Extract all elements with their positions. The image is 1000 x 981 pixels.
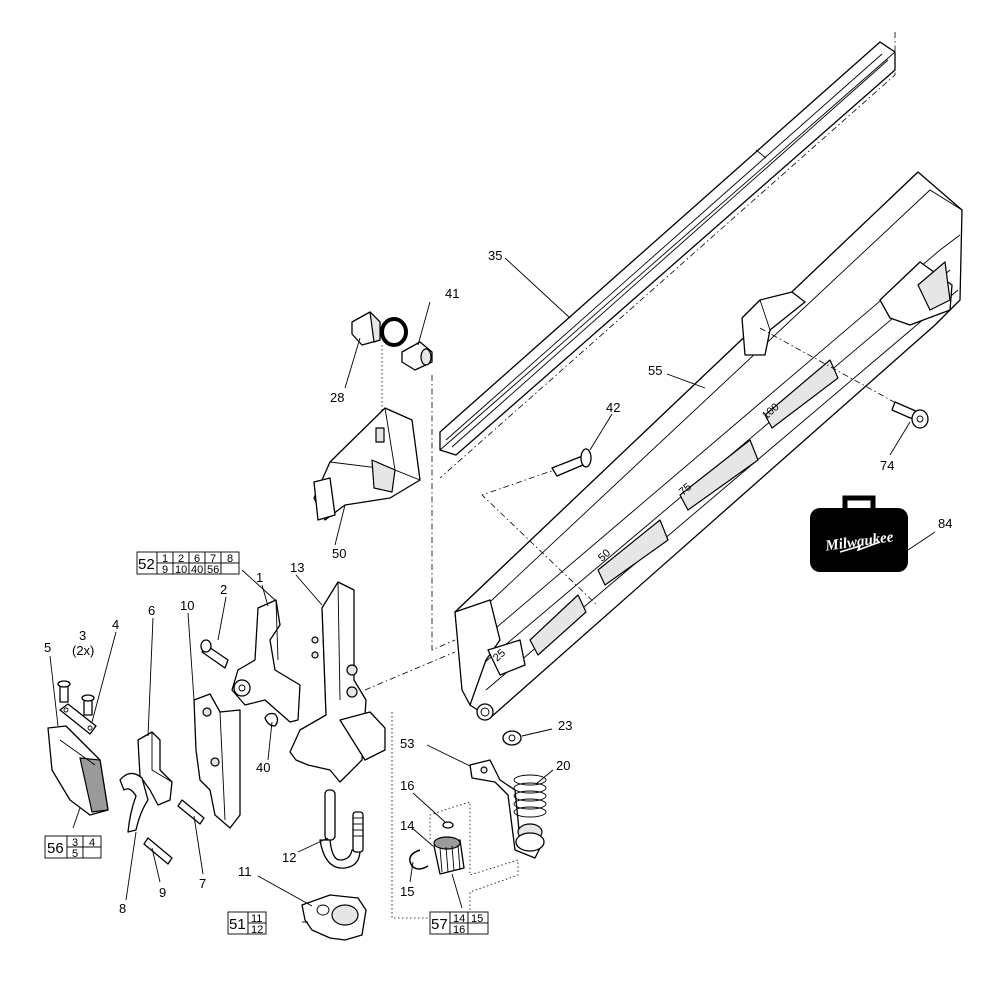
part-42-pin <box>551 448 592 477</box>
part-4-link <box>59 703 97 735</box>
kit-table-52: 52 1 2 6 7 8 9 10 40 56 <box>136 551 240 576</box>
kit-52-r2-c3: 40 <box>191 564 203 576</box>
label-35: 35 <box>488 248 502 263</box>
part-50-latch-housing <box>313 407 421 521</box>
part-6-bracket <box>137 731 173 806</box>
part-84-carrying-case: Milwaukee <box>810 495 908 572</box>
kit-52-r1-c4: 7 <box>210 553 216 565</box>
label-55: 55 <box>648 363 662 378</box>
part-35-guide-rail <box>439 41 896 456</box>
label-84: 84 <box>938 516 952 531</box>
part-55-magazine-body <box>454 171 963 721</box>
label-6: 6 <box>148 603 155 618</box>
label-8: 8 <box>119 901 126 916</box>
label-28: 28 <box>330 390 344 405</box>
part-10-contact-arm <box>193 693 241 829</box>
kit-52-r1-c1: 1 <box>162 553 168 565</box>
part-5-screw <box>57 680 71 703</box>
part-16-clip <box>442 821 454 829</box>
label-7: 7 <box>199 876 206 891</box>
kit-table-56: 56 3 4 5 <box>44 835 102 860</box>
kit-51-id: 51 <box>229 916 246 933</box>
label-20: 20 <box>556 758 570 773</box>
kit-52-r2-c2: 10 <box>175 564 187 576</box>
kit-52-r1-c5: 8 <box>227 553 233 565</box>
part-28-bracket <box>351 311 381 346</box>
part-number-labels: 35 41 28 50 55 42 74 84 1 13 2 10 6 4 3 … <box>44 248 952 916</box>
part-2-pin <box>200 639 229 669</box>
part-3-screw <box>81 694 95 716</box>
kit-57-r1-c2: 15 <box>471 913 483 925</box>
part-12-spring-pin <box>319 789 364 869</box>
label-15: 15 <box>400 884 414 899</box>
label-3: 3 <box>79 628 86 643</box>
label-23: 23 <box>558 718 572 733</box>
kit-52-id: 52 <box>138 556 155 573</box>
label-13: 13 <box>290 560 304 575</box>
alignment-line-74 <box>759 327 906 409</box>
alignment-line-35 <box>439 32 896 479</box>
part-13-driver-guide <box>289 581 386 783</box>
kit-57-r1-c1: 14 <box>453 913 465 925</box>
label-9: 9 <box>159 885 166 900</box>
part-41-bushing <box>401 341 433 371</box>
label-10: 10 <box>180 598 194 613</box>
label-3-qty: (2x) <box>72 643 94 658</box>
label-16: 16 <box>400 778 414 793</box>
alignment-line-42 <box>481 467 599 607</box>
kit-table-51: 51 11 12 <box>227 911 267 936</box>
label-74: 74 <box>880 458 894 473</box>
kit-52-r1-c3: 6 <box>194 553 200 565</box>
label-41: 41 <box>445 286 459 301</box>
part-9-pin <box>143 837 173 865</box>
label-14: 14 <box>400 818 414 833</box>
label-2: 2 <box>220 582 227 597</box>
kit-51-r1-c1: 11 <box>251 913 262 925</box>
part-7-pin <box>177 799 205 825</box>
label-53: 53 <box>400 736 414 751</box>
label-40: 40 <box>256 760 270 775</box>
part-1-trigger-body <box>231 599 301 723</box>
part-11-base-cap <box>301 894 367 941</box>
part-8-spring <box>119 772 149 833</box>
label-42: 42 <box>606 400 620 415</box>
kit-52-r1-c2: 2 <box>178 553 184 565</box>
kit-table-57: 57 14 15 16 <box>429 911 489 936</box>
leader-lines <box>49 257 936 923</box>
kit-52-r2-c1: 9 <box>162 564 168 576</box>
kit-57-r2-c1: 16 <box>453 924 465 936</box>
kit-51-r2-c1: 12 <box>251 924 263 936</box>
label-4: 4 <box>112 617 119 632</box>
alignment-line-13 <box>364 651 456 691</box>
kit-56-r2-c1: 5 <box>72 848 78 860</box>
alignment-line-50 <box>431 375 456 651</box>
label-1: 1 <box>256 570 263 585</box>
part-74-screw <box>891 401 929 429</box>
label-12: 12 <box>282 850 296 865</box>
part-14-knob <box>433 836 465 875</box>
label-11: 11 <box>238 864 252 879</box>
part-40-clip <box>264 712 279 727</box>
kit-56-id: 56 <box>47 840 64 857</box>
label-5: 5 <box>44 640 51 655</box>
kit-52-r2-c4: 56 <box>207 564 219 576</box>
part-28-o-ring <box>380 317 408 347</box>
kit-56-r1-c1: 3 <box>72 837 78 849</box>
part-56-grip-cover <box>47 725 109 816</box>
part-23-screw <box>502 730 522 746</box>
kit-57-id: 57 <box>431 916 448 933</box>
kit-56-r1-c2: 4 <box>89 837 95 849</box>
part-20-spring <box>513 774 547 852</box>
label-50: 50 <box>332 546 346 561</box>
